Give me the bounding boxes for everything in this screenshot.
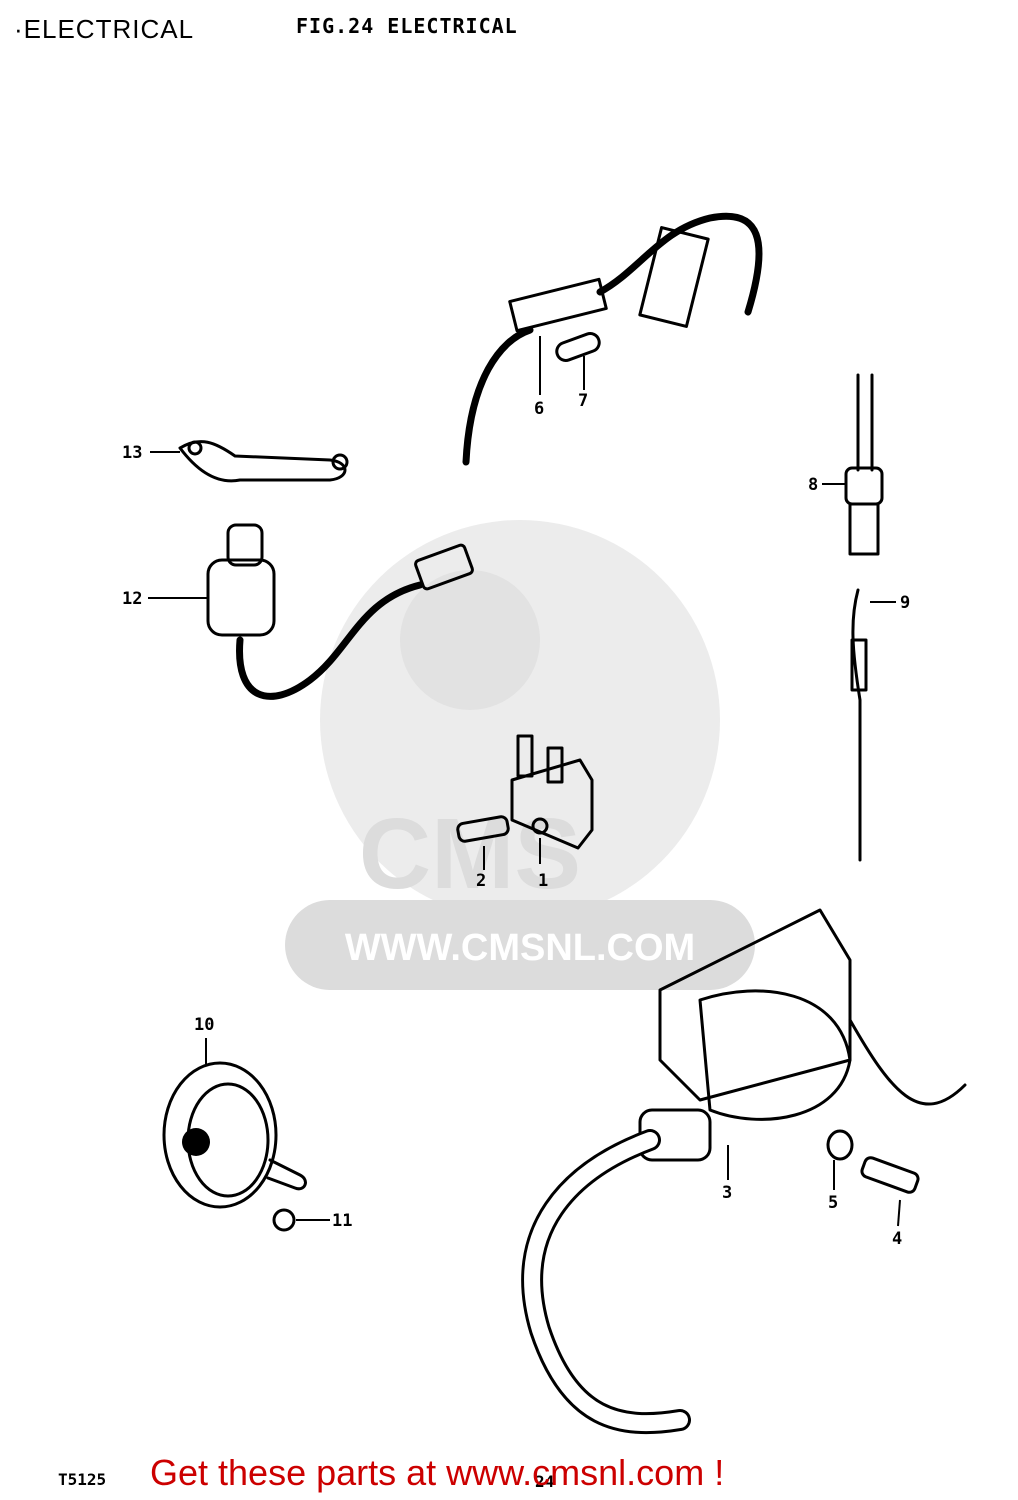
page-code: 24: [535, 1472, 555, 1491]
callout-9: 9: [900, 593, 910, 613]
callout-1: 1: [538, 871, 548, 891]
diagram-code: T5125: [58, 1470, 107, 1489]
callout-10: 10: [194, 1015, 214, 1035]
callout-2: 2: [476, 871, 486, 891]
cmsnl-link[interactable]: Get these parts at www.cmsnl.com !: [150, 1452, 725, 1493]
regulator-part: [456, 734, 594, 870]
cmsnl-watermark: CMS WWW.CMSNL.COM: [285, 520, 755, 990]
callout-11: 11: [332, 1211, 352, 1231]
callout-5: 5: [828, 1193, 838, 1213]
callout-3: 3: [722, 1183, 732, 1203]
callout-13: 13: [122, 443, 142, 463]
watermark-brand: CMS: [359, 798, 581, 910]
ignition-coil-part: [521, 908, 967, 1435]
horn-part: [162, 1038, 330, 1232]
callout-12: 12: [122, 589, 142, 609]
fuse-holder-part: [462, 212, 763, 466]
neutral-switch-part: [822, 373, 896, 862]
figure-title: FIG.24 ELECTRICAL: [296, 14, 518, 38]
callout-7: 7: [578, 391, 588, 411]
watermark-url: WWW.CMSNL.COM: [345, 927, 695, 969]
ignition-switch-part: [148, 523, 474, 700]
bracket-part: [150, 440, 349, 483]
section-title: ·ELECTRICAL: [14, 14, 195, 44]
callout-8: 8: [808, 475, 818, 495]
callout-4: 4: [892, 1229, 902, 1249]
callout-6: 6: [534, 399, 544, 419]
